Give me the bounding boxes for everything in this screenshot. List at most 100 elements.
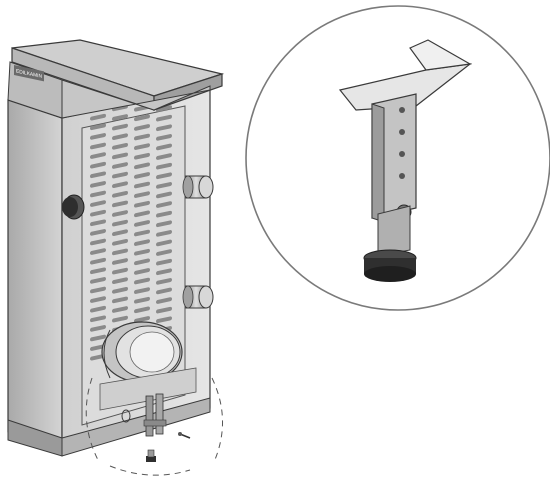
ventilation-slot — [134, 239, 150, 246]
ventilation-slot — [156, 278, 172, 285]
ventilation-slot — [156, 134, 172, 141]
ventilation-slot — [156, 239, 172, 247]
ventilation-slot — [112, 181, 128, 189]
ventilation-slot — [112, 248, 128, 256]
ventilation-slot — [112, 142, 128, 150]
ventilation-slot — [90, 171, 106, 179]
brand-badge-text: EDILKAMIN — [16, 68, 42, 80]
ventilation-slot — [90, 334, 106, 342]
brand-badge — [14, 64, 44, 82]
water-pipe-lower — [182, 285, 214, 309]
ventilation-slot — [134, 124, 150, 131]
ventilation-slot — [156, 297, 172, 304]
ventilation-slot — [134, 248, 150, 256]
ventilation-slot — [90, 181, 106, 188]
leg-outer-tube-side — [371, 103, 385, 223]
ventilation-slot — [134, 210, 150, 218]
foot-top-lip — [409, 39, 472, 71]
ventilation-slot — [156, 114, 172, 122]
ventilation-slot — [90, 267, 106, 275]
ventilation-slot — [134, 258, 150, 266]
ventilation-slot — [156, 153, 172, 160]
leg-inner-tube — [377, 205, 411, 257]
ventilation-slot — [90, 152, 106, 159]
flue-outlet — [101, 321, 183, 383]
ventilation-slot — [134, 277, 150, 285]
ventilation-slot — [112, 162, 128, 169]
detail-callout-small — [85, 377, 223, 476]
ventilation-slot — [90, 296, 106, 303]
ventilation-slot — [90, 209, 106, 217]
water-pipe-upper — [182, 175, 214, 199]
ventilation-slot — [112, 286, 128, 294]
ventilation-slot — [90, 219, 106, 227]
ventilation-slot — [134, 172, 150, 179]
ventilation-slot — [112, 238, 128, 246]
ventilation-slot — [90, 113, 106, 121]
ventilation-slot — [112, 152, 128, 160]
ventilation-slot — [112, 277, 128, 285]
foot-top-plate — [338, 63, 473, 111]
ventilation-slot — [112, 200, 128, 208]
ventilation-slot — [90, 229, 106, 236]
ventilation-slot — [134, 191, 150, 198]
ventilation-slot — [134, 306, 150, 314]
ventilation-slot — [112, 123, 128, 131]
stove-body: EDILKAMIN — [7, 39, 225, 476]
ventilation-slot — [134, 133, 150, 141]
ventilation-slot — [156, 162, 172, 170]
ventilation-slot — [134, 143, 150, 150]
ventilation-slot — [90, 305, 106, 313]
ventilation-slot — [156, 258, 172, 266]
ventilation-slot — [112, 114, 128, 121]
ventilation-slot — [156, 172, 172, 180]
ventilation-slot — [90, 161, 106, 169]
ventilation-slot — [90, 123, 106, 131]
ventilation-slot — [134, 268, 150, 275]
ventilation-slot — [156, 306, 172, 314]
ventilation-slot — [156, 210, 172, 218]
ventilation-slot — [134, 181, 150, 189]
ventilation-slot — [134, 152, 150, 160]
ventilation-slot — [112, 229, 128, 237]
ventilation-slot — [90, 277, 106, 284]
ventilation-slot — [156, 105, 172, 112]
ventilation-slot — [112, 296, 128, 304]
plate-hole — [121, 409, 131, 423]
ventilation-slot — [134, 287, 150, 294]
ventilation-slot — [112, 190, 128, 198]
ventilation-slot — [156, 230, 172, 237]
ventilation-slot — [90, 200, 106, 207]
ventilation-slot — [156, 249, 172, 256]
ventilation-slot — [112, 219, 128, 227]
leg-adjust-holes — [399, 107, 405, 179]
ventilation-slot — [90, 238, 106, 246]
ventilation-slot — [90, 133, 106, 140]
ventilation-slot — [156, 143, 172, 151]
ventilation-slot — [90, 286, 106, 294]
adjustable-legs-small — [143, 393, 167, 437]
ventilation-slot — [90, 344, 106, 351]
ventilation-slot — [156, 287, 172, 295]
ventilation-slot — [156, 191, 172, 199]
bottom-plate — [99, 367, 197, 411]
ventilation-slot — [134, 114, 150, 122]
ventilation-slot — [134, 296, 150, 304]
ventilation-slot — [156, 268, 172, 276]
loose-screw — [178, 432, 191, 439]
detail-magnifier — [245, 5, 550, 311]
ventilation-slot — [112, 267, 128, 275]
rubber-foot — [363, 249, 417, 282]
ventilation-slot — [156, 316, 172, 324]
ventilation-slot — [112, 133, 128, 141]
ventilation-slot — [90, 248, 106, 255]
ventilation-slot — [134, 229, 150, 237]
ventilation-slot — [112, 258, 128, 265]
ventilation-slot — [156, 201, 172, 208]
ventilation-slot — [134, 162, 150, 170]
side-pipe-connector — [62, 194, 85, 220]
ventilation-slot — [112, 306, 128, 313]
stove-side-panel — [7, 99, 63, 453]
ventilation-slot — [90, 315, 106, 323]
stove-upper-front — [61, 79, 211, 119]
